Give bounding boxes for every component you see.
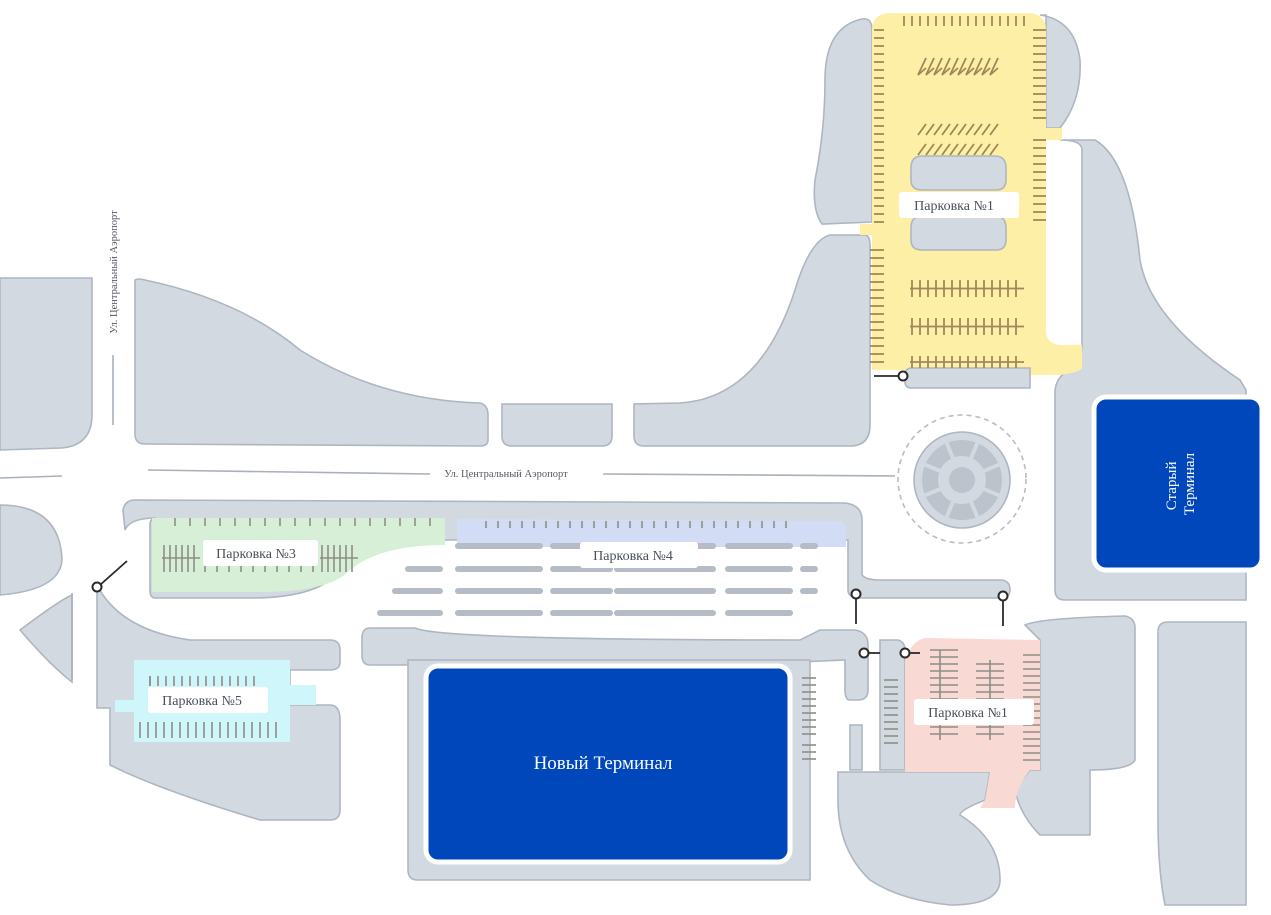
parking-stall-line [981, 123, 991, 136]
parking-stall-line [957, 67, 967, 76]
entrance-pin [850, 588, 862, 600]
svg-text:Парковка №1: Парковка №1 [914, 199, 994, 214]
parking-stall-line [965, 67, 975, 76]
svg-text:Старый Терминал: Старый Терминал [1164, 452, 1198, 515]
old-terminal[interactable]: Старый Терминал [1091, 394, 1265, 573]
parking-stall-line [957, 123, 967, 136]
roundabout [897, 414, 1027, 544]
new-terminal[interactable]: Новый Терминал [423, 663, 793, 865]
parking-stall-line [981, 57, 991, 76]
entrance-pin [899, 647, 911, 659]
parking-stall-line [917, 143, 927, 156]
parking-stall-line [925, 123, 935, 136]
parking-stall-line [941, 143, 951, 156]
parking-stall-line [989, 57, 999, 76]
svg-text:Парковка №4: Парковка №4 [593, 549, 673, 564]
parking-stall-line [917, 123, 927, 136]
parking-1-north-stalls [870, 16, 1046, 368]
parking-stall-line [989, 67, 999, 76]
parking-3-stalls [162, 518, 431, 572]
parking-1-south-label[interactable]: Парковка №1 [914, 699, 1034, 725]
street-label-horizontal: Ул. Центральный Аэропорт [444, 469, 568, 480]
parking-stall-line [933, 143, 943, 156]
parking-4-stalls [485, 521, 787, 528]
old-terminal-label-line2: Терминал [1182, 452, 1198, 515]
parking-5-label[interactable]: Парковка №5 [148, 687, 268, 713]
old-terminal-label-line1: Старый [1164, 461, 1180, 510]
parking-stall-line [925, 57, 935, 76]
road-lines [0, 355, 896, 680]
parking-stall-line [965, 143, 975, 156]
parking-stall-line [973, 67, 983, 76]
parking-4-label[interactable]: Парковка №4 [580, 542, 698, 568]
svg-text:Парковка №1: Парковка №1 [928, 706, 1008, 721]
parking-stall-line [965, 123, 975, 136]
parking-stall-line [925, 143, 935, 156]
entrance-pin [997, 590, 1009, 602]
parking-stall-line [949, 143, 959, 156]
entrance-pin [858, 647, 870, 659]
parking-stall-line [933, 57, 943, 76]
parking-stall-line [973, 143, 983, 156]
parking-stall-line [965, 57, 975, 76]
svg-text:Парковка №5: Парковка №5 [162, 694, 242, 709]
parking-1-north-label[interactable]: Парковка №1 [899, 192, 1019, 218]
entrance-pin [91, 581, 103, 593]
parking-stall-line [925, 67, 935, 76]
parking-stall-line [933, 123, 943, 136]
parking-stall-line [989, 143, 999, 156]
parking-stall-line [989, 123, 999, 136]
parking-stall-line [949, 123, 959, 136]
parking-stall-line [949, 57, 959, 76]
parking-stall-line [941, 67, 951, 76]
parking-5-stalls [139, 676, 277, 738]
parking-stall-line [957, 143, 967, 156]
new-terminal-label: Новый Терминал [534, 753, 673, 774]
parking-stall-line [941, 123, 951, 136]
entrance-pins [91, 370, 1009, 659]
parking-stall-line [941, 57, 951, 76]
parking-stall-line [949, 67, 959, 76]
walkway-stalls [802, 677, 898, 760]
parking-stall-line [973, 57, 983, 76]
street-label-vertical: Ул. Центральный Аэропорт [109, 210, 120, 334]
entrance-pin [897, 370, 909, 382]
parking-4-area [457, 519, 846, 547]
parking-stall-line [957, 57, 967, 76]
parking-stall-line [973, 123, 983, 136]
parking-1-north-islands [904, 155, 1031, 389]
parking-3-label[interactable]: Парковка №3 [203, 540, 318, 566]
parking-stall-line [933, 67, 943, 76]
svg-text:Парковка №3: Парковка №3 [216, 547, 296, 562]
parking-stall-line [981, 143, 991, 156]
parking-stall-line [981, 67, 991, 76]
parking-stall-line [917, 57, 927, 76]
parking-stall-line [917, 67, 927, 76]
